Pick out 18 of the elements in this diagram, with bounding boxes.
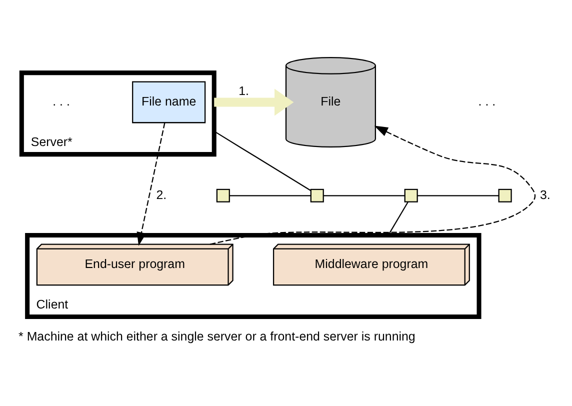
connector (323, 195, 405, 196)
caption: * Machine at which either a single server or a front-end server is running (18, 329, 416, 344)
edge-label: 2. (156, 188, 167, 202)
connector (388, 202, 408, 236)
node-box (216, 188, 230, 202)
arrow (136, 122, 166, 246)
edge-label: 1. (238, 84, 249, 98)
node-box (498, 188, 512, 202)
connector (214, 130, 311, 191)
edge-label: 3. (540, 188, 550, 202)
node-box (310, 188, 324, 202)
arrow (214, 88, 294, 116)
label: . . . (478, 94, 496, 108)
node-box: File name (132, 81, 206, 124)
label: . . . (52, 94, 70, 108)
connector (229, 195, 311, 196)
connector (417, 195, 499, 196)
node-box (404, 188, 418, 202)
